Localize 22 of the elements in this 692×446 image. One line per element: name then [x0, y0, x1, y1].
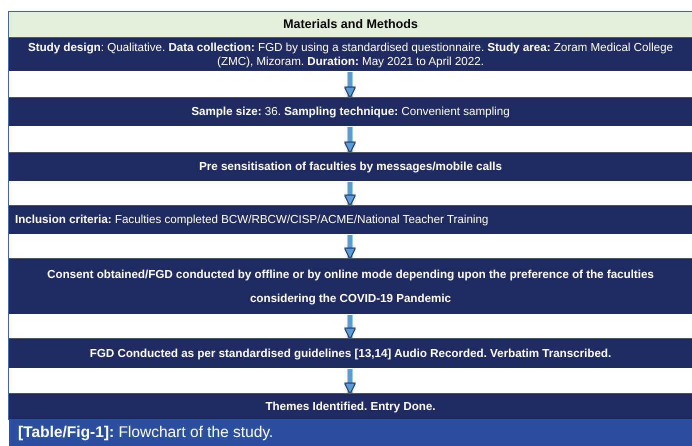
step-text: Themes Identified. Entry Done. — [264, 400, 437, 414]
process-box — [9, 393, 692, 419]
process-box — [9, 152, 692, 181]
step-text: Sample size: 36. Sampling technique: Convenient sampling — [190, 105, 511, 119]
step-text: Study design: Qualitative. Data collection: FGD by using a standardised questionnaire. Study area: Zoram Medical College (ZMC), Mizoram. Duration: May 2021 to April 2022. — [26, 40, 674, 68]
arrow — [344, 235, 356, 260]
arrow — [344, 315, 356, 340]
process-box — [9, 338, 692, 368]
arrow — [344, 182, 356, 207]
process-box — [9, 258, 692, 314]
step-text: FGD Conducted as per standardised guidelines [13,14] Audio Recorded. Verbatim Transcribed. — [88, 346, 612, 360]
step-text: Inclusion criteria: Faculties completed BCW/RBCW/CISP/ACME/National Teacher Training — [15, 213, 490, 227]
process-box — [9, 97, 692, 126]
step-text: Consent obtained/FGD conducted by offline or by online mode depending upon the preference of the faculties considering the COVID-19 Pandemic — [46, 266, 655, 306]
figure-caption: [Table/Fig-1]: Flowchart of the study. — [9, 419, 692, 446]
arrow — [344, 127, 356, 154]
heading-band: Materials and Methods — [9, 12, 692, 37]
arrow — [344, 72, 356, 99]
process-box — [9, 205, 692, 234]
step-text: Pre sensitisation of faculties by messages/mobile calls — [198, 160, 503, 174]
process-box — [9, 37, 692, 71]
arrow — [344, 369, 356, 395]
